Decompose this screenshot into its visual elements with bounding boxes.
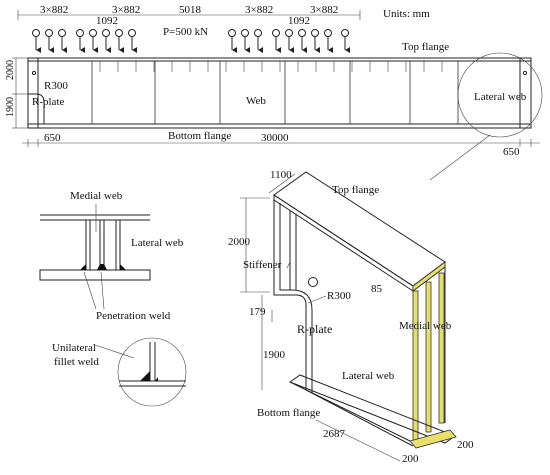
elev-dim-2000: 2000: [5, 60, 16, 80]
elev-top-flange-label: Top flange: [402, 41, 449, 53]
spacing-label-1: 3×882: [40, 4, 68, 16]
iso-dim-200-a: 200: [402, 453, 419, 465]
elev-bottom-flange-label: Bottom flange: [168, 130, 231, 142]
iso-stiffener-label: Stiffener: [243, 259, 282, 271]
sec-medial-web-label: Medial web: [70, 190, 123, 202]
elev-r300-label: R300: [44, 80, 68, 92]
elev-dim-650-left: 650: [44, 132, 61, 144]
iso-lateral-web-label: Lateral web: [342, 370, 395, 382]
iso-bottom-flange-label: Bottom flange: [257, 407, 320, 419]
load-point: [241, 29, 249, 37]
units-label: Units: mm: [383, 8, 430, 20]
load-point: [272, 29, 280, 37]
load-point: [115, 29, 123, 37]
detail-leader: [429, 134, 491, 181]
sec-penetration-weld-label: Penetration weld: [96, 310, 171, 322]
stiffeners: [91, 61, 459, 124]
sec-unilateral-label: Unilateral: [52, 342, 96, 354]
center-label: 5018: [179, 4, 202, 16]
sec-lateral-web-label: Lateral web: [131, 237, 184, 249]
elev-web-label: Web: [246, 95, 266, 107]
load-arrows: [32, 29, 350, 53]
iso-dim-1900: 1900: [263, 349, 286, 361]
load-point: [102, 29, 110, 37]
load-point: [228, 29, 236, 37]
detail-circle: [457, 52, 543, 138]
elevation-view: 3×882 1092 3×882 5018 P=500 kN 3×882 109…: [5, 4, 543, 181]
spacing-label-2: 3×882: [112, 4, 140, 16]
mid-label-1: 1092: [96, 15, 118, 27]
iso-dim-2000: 2000: [228, 236, 251, 248]
load-point: [128, 29, 136, 37]
iso-r-plate-label: R-plate: [297, 322, 332, 336]
elev-dim-30000: 30000: [261, 132, 289, 144]
iso-dim-85: 85: [371, 283, 383, 295]
load-point: [58, 29, 66, 37]
r-plate-curve: [28, 93, 45, 124]
load-point: [32, 29, 40, 37]
iso-lateral-web: [273, 200, 414, 447]
elev-dim-650-right: 650: [503, 146, 520, 158]
mid-label-2: 1092: [288, 15, 310, 27]
load-point: [341, 29, 349, 37]
girder-outline: [27, 57, 532, 129]
iso-dim-200-b: 200: [457, 439, 474, 451]
load-point: [254, 29, 262, 37]
load-point: [76, 29, 84, 37]
elev-dim-1900: 1900: [5, 97, 16, 117]
weld-detail-circle: [117, 337, 187, 407]
iso-dim-1100: 1100: [270, 169, 292, 181]
load-point: [311, 29, 319, 37]
spacing-label-3: 3×882: [245, 4, 273, 16]
iso-medial-web-label: Medial web: [399, 320, 452, 332]
load-point: [298, 29, 306, 37]
iso-dim-179: 179: [249, 306, 266, 318]
elev-r-plate-label: R-plate: [32, 96, 64, 108]
load-point: [45, 29, 53, 37]
load-point: [324, 29, 332, 37]
spacing-label-4: 3×882: [310, 4, 338, 16]
load-label: P=500 kN: [163, 26, 208, 38]
iso-dim-2687: 2687: [323, 428, 346, 440]
load-point: [285, 29, 293, 37]
load-point: [89, 29, 97, 37]
sec-fillet-weld-label: fillet weld: [54, 356, 99, 368]
iso-r300-label: R300: [327, 290, 351, 302]
elev-lateral-web-label: Lateral web: [474, 91, 527, 103]
isometric-view: 1100 Top flange 2000 Stiffener 85 R300 1…: [228, 169, 474, 465]
section-detail: Medial web Lateral web Penetration weld …: [39, 190, 187, 407]
iso-top-flange-label: Top flange: [332, 184, 379, 196]
